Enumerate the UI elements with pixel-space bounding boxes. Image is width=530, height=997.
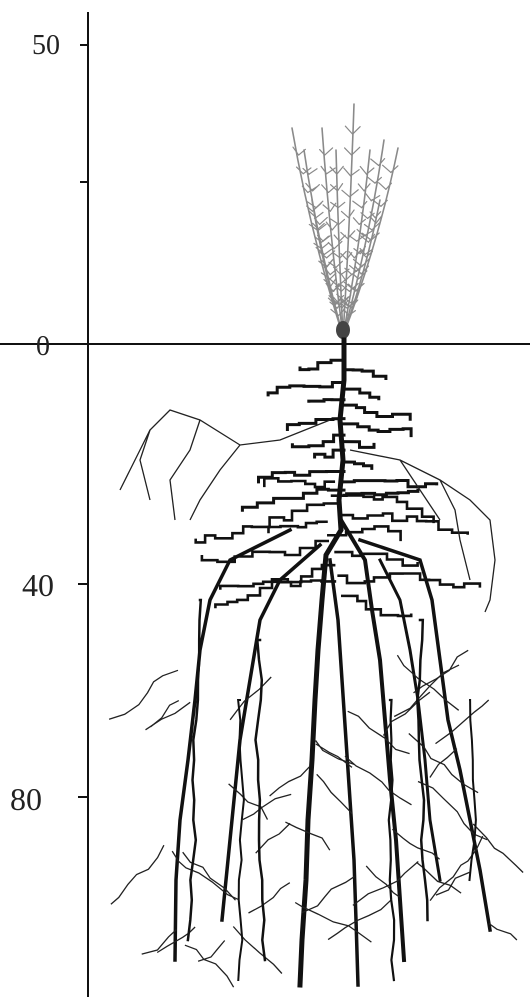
leaflet xyxy=(349,236,357,241)
leaflet xyxy=(364,184,370,191)
lateral-root xyxy=(344,370,386,379)
leaflet xyxy=(345,148,352,155)
deep-root xyxy=(188,600,201,940)
fine-root xyxy=(146,702,191,730)
deep-root xyxy=(256,640,265,960)
lateral-root xyxy=(339,574,480,588)
leaflet xyxy=(344,168,351,176)
leaflet xyxy=(309,169,317,174)
leaflet xyxy=(353,201,362,208)
leaflet xyxy=(339,219,345,224)
leaflet xyxy=(358,184,364,191)
fine-root xyxy=(270,767,310,796)
lateral-root xyxy=(315,450,344,457)
fine-root xyxy=(302,877,355,913)
fine-root xyxy=(394,665,459,716)
leaflet xyxy=(340,251,346,257)
lateral-root xyxy=(344,481,437,487)
taproot xyxy=(300,340,344,985)
leaflet xyxy=(379,183,386,190)
leaflet xyxy=(342,190,350,196)
fine-root xyxy=(430,749,457,778)
leaflet xyxy=(325,148,333,155)
leaflet xyxy=(322,243,329,249)
leaflet xyxy=(341,211,348,217)
lateral-root xyxy=(309,400,344,402)
plant-root-system xyxy=(109,340,523,987)
leaflet xyxy=(322,236,329,242)
tick-label-40: 40 xyxy=(22,567,54,603)
lateral-root xyxy=(242,489,344,510)
fine-root xyxy=(170,420,200,520)
leaflet xyxy=(316,201,323,207)
fine-root xyxy=(317,774,353,813)
leaflet xyxy=(366,194,372,201)
fine-root xyxy=(256,823,290,853)
fine-root xyxy=(436,872,470,895)
fine-root xyxy=(436,700,489,744)
leaflet xyxy=(328,242,334,248)
leaflet xyxy=(338,202,345,207)
fine-root xyxy=(111,845,164,904)
leaflet xyxy=(345,126,352,134)
lateral-root xyxy=(340,514,468,534)
leaflet xyxy=(324,249,331,254)
leaflet xyxy=(334,241,342,248)
leaflet xyxy=(371,159,379,165)
leaflet xyxy=(353,218,359,225)
tick-label-0: 0 xyxy=(36,331,50,362)
tick-label-80: 80 xyxy=(10,781,42,817)
lateral-root xyxy=(332,494,434,522)
leaflet xyxy=(368,177,375,183)
fine-root xyxy=(142,930,177,955)
fine-root xyxy=(489,924,517,941)
leaflet xyxy=(360,166,366,174)
fine-root xyxy=(350,450,495,612)
lateral-root xyxy=(292,435,344,447)
fine-root xyxy=(190,445,240,520)
fine-root xyxy=(185,945,234,987)
lateral-root xyxy=(344,462,372,468)
leaflet xyxy=(316,212,323,217)
plant-shoot xyxy=(292,104,398,339)
tick-label-50: 50 xyxy=(32,30,60,61)
lateral-root xyxy=(264,478,333,487)
lateral-root xyxy=(344,405,410,419)
lateral-root xyxy=(344,424,411,436)
leaflet xyxy=(329,186,336,192)
fine-root xyxy=(109,670,178,719)
leaflet xyxy=(332,224,337,230)
lateral-root xyxy=(287,419,344,430)
leaflet xyxy=(341,269,349,274)
fine-root xyxy=(198,941,225,962)
deep-root xyxy=(389,700,394,980)
leaflet xyxy=(383,165,391,172)
fine-root xyxy=(345,756,412,805)
lateral-root xyxy=(268,382,344,394)
lateral-root xyxy=(269,522,327,532)
lateral-root xyxy=(344,389,379,399)
main-root-center xyxy=(330,560,358,985)
fine-root xyxy=(400,460,440,520)
leaflet xyxy=(341,232,348,238)
root-crown xyxy=(336,321,350,339)
lateral-root xyxy=(300,360,344,369)
fine-root xyxy=(243,794,291,819)
fine-root xyxy=(348,711,410,753)
leaflet xyxy=(313,185,320,191)
lateral-root xyxy=(344,442,374,448)
leaflet xyxy=(337,166,343,174)
fine-root xyxy=(249,883,290,913)
